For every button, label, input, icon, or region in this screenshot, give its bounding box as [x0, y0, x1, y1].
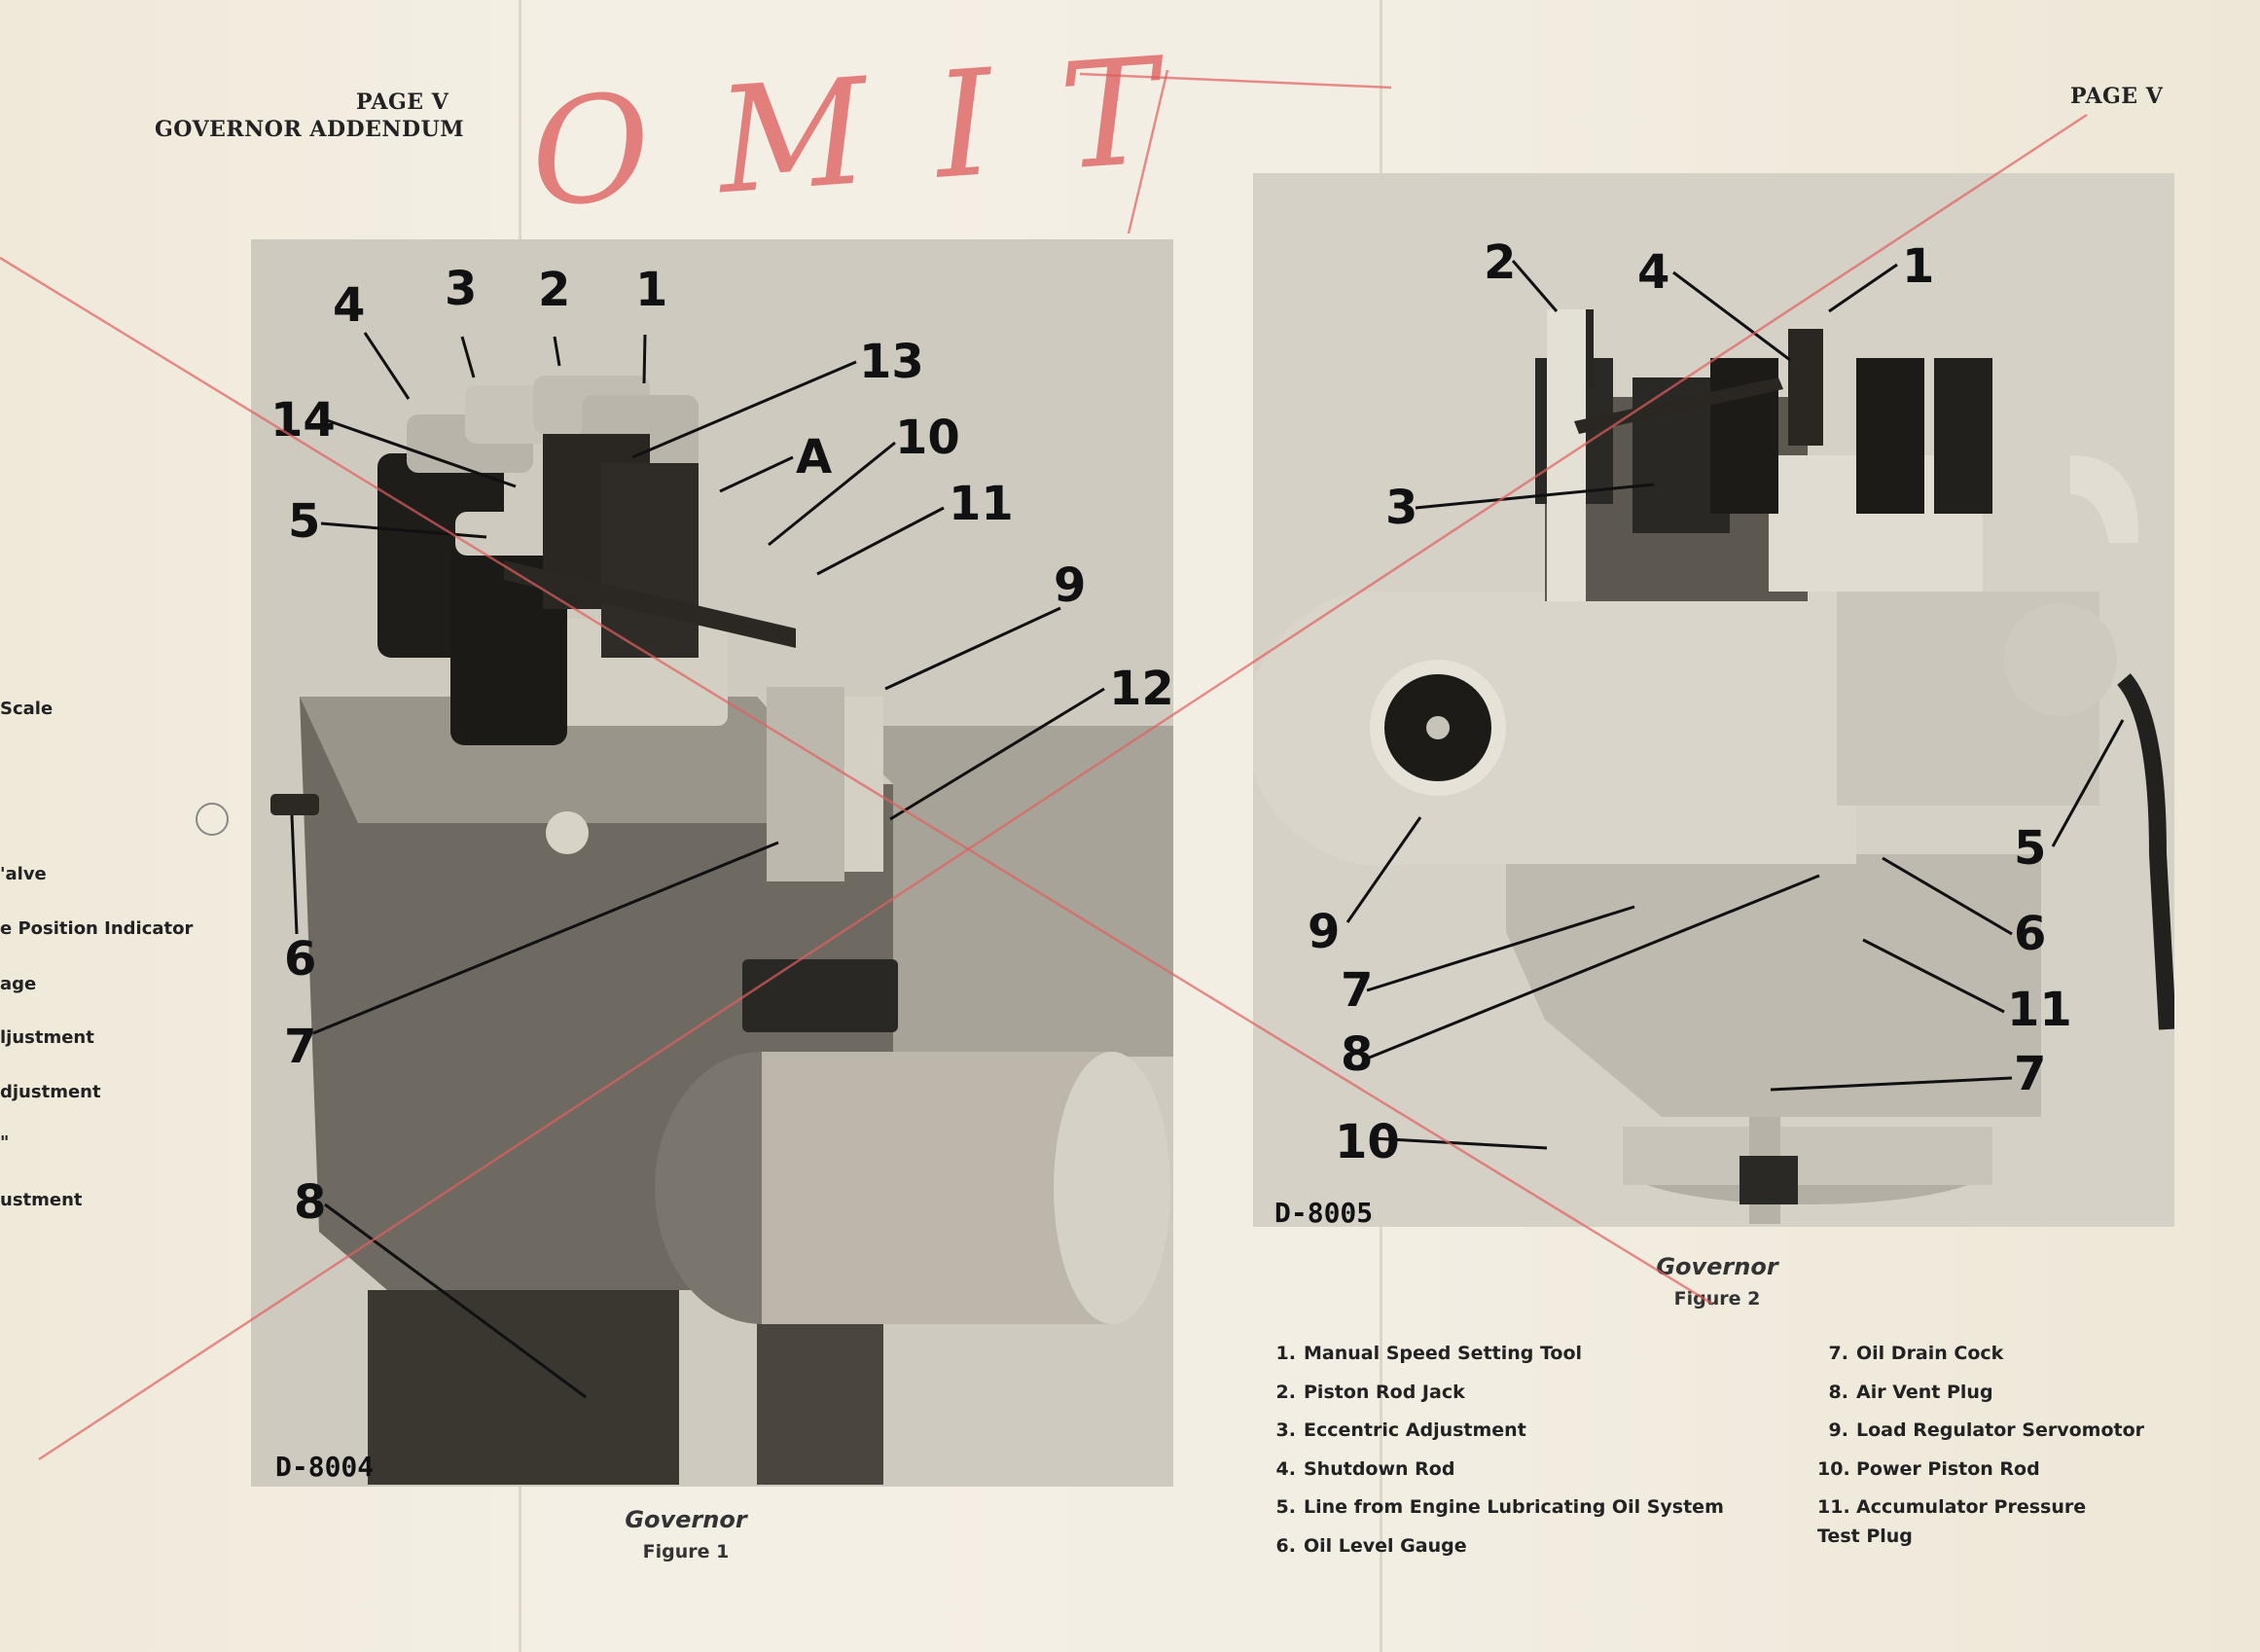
fig1-callout-10: 10 — [895, 411, 960, 465]
legend-item: 10.Power Piston Rod — [1817, 1457, 2040, 1480]
fig1-callout-8: 8 — [294, 1175, 327, 1230]
fig1-callout-12: 12 — [1109, 662, 1174, 716]
legend-item-continuation: Test Plug — [1817, 1526, 1913, 1547]
fig1-callout-1: 1 — [635, 263, 668, 317]
figure-1-plate-id: D-8004 — [275, 1451, 375, 1483]
fig1-callout-6: 6 — [284, 932, 317, 987]
legend-item: 5.Line from Engine Lubricating Oil Syste… — [1275, 1496, 1724, 1518]
legend-item: 4.Shutdown Rod — [1275, 1457, 1455, 1480]
legend-item: 6.Oil Level Gauge — [1275, 1534, 1467, 1557]
fig2-callout-8: 8 — [1341, 1027, 1374, 1082]
margin-fragment: ustment — [0, 1190, 83, 1210]
margin-fragment: age — [0, 974, 37, 994]
fig1-callout-11: 11 — [949, 477, 1014, 531]
fig1-callout-9: 9 — [1054, 558, 1087, 613]
figure-2-photo: D-8005 — [1253, 173, 2174, 1227]
fig2-callout-9: 9 — [1308, 905, 1341, 959]
right-page-label: PAGE V — [2070, 84, 2164, 109]
figure-2-title: Governor — [1656, 1253, 1778, 1280]
margin-fragment: 'alve — [0, 864, 47, 884]
left-section-title: GOVERNOR ADDENDUM — [155, 117, 465, 142]
fig2-callout-6: 6 — [2014, 907, 2047, 961]
governor-illustration-1 — [251, 239, 1173, 1487]
fig2-callout-5: 5 — [2014, 821, 2047, 876]
margin-fragment: ljustment — [0, 1027, 94, 1048]
fig1-callout-A: A — [796, 430, 833, 485]
fig2-callout-3: 3 — [1385, 481, 1418, 535]
figure-2-plate-id: D-8005 — [1274, 1197, 1374, 1227]
fig1-callout-3: 3 — [445, 262, 478, 316]
fig1-callout-13: 13 — [859, 335, 924, 389]
fig1-callout-4: 4 — [333, 278, 366, 333]
margin-fragment: e Position Indicator — [0, 918, 194, 939]
legend-item: 9.Load Regulator Servomotor — [1828, 1419, 2145, 1441]
fig2-callout-1: 1 — [1902, 239, 1935, 294]
margin-fragment: djustment — [0, 1082, 101, 1102]
fig2-callout-10: 10 — [1335, 1115, 1400, 1169]
legend-item: 2.Piston Rod Jack — [1275, 1381, 1465, 1403]
legend-item: 3.Eccentric Adjustment — [1275, 1419, 1526, 1441]
fig1-callout-2: 2 — [538, 263, 571, 317]
fig2-callout-4: 4 — [1637, 245, 1670, 300]
fig2-callout-2: 2 — [1484, 235, 1517, 290]
left-page-label: PAGE V — [356, 90, 449, 115]
fig1-callout-14: 14 — [270, 393, 336, 448]
legend-left-column: 1.Manual Speed Setting Tool 2.Piston Rod… — [1265, 1343, 1724, 1573]
legend-item: 8.Air Vent Plug — [1828, 1381, 1993, 1403]
figure-1-caption: Governor Figure 1 — [584, 1506, 788, 1562]
figure-1-title: Governor — [625, 1506, 747, 1533]
legend-item: 7.Oil Drain Cock — [1828, 1343, 2004, 1364]
legend-item: 1.Manual Speed Setting Tool — [1275, 1343, 1583, 1364]
margin-fragment: " — [0, 1132, 10, 1153]
fig1-callout-7: 7 — [284, 1020, 317, 1074]
legend-right-column: 7.Oil Drain Cock 8.Air Vent Plug 9.Load … — [1817, 1343, 2144, 1564]
fig2-callout-7b: 7 — [2014, 1047, 2047, 1101]
figure-1-number: Figure 1 — [642, 1541, 730, 1562]
fig2-callout-11: 11 — [2007, 983, 2072, 1037]
fig1-callout-5: 5 — [288, 494, 321, 549]
margin-fragment: Scale — [0, 699, 54, 719]
legend-item: 11.Accumulator Pressure — [1817, 1496, 2087, 1518]
governor-illustration-2 — [1253, 173, 2174, 1227]
